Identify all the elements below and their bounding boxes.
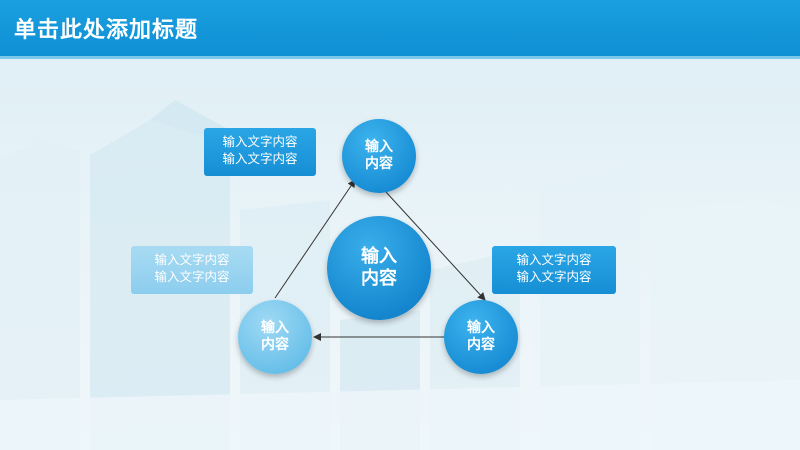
node-circle-top[interactable]: 输入 内容 [342,119,416,193]
node-label-bottom-right: 输入 内容 [467,319,495,354]
slide-title[interactable]: 单击此处添加标题 [14,18,199,43]
background-building-illustration [0,100,800,450]
node-label-top: 输入 内容 [365,138,393,173]
note-box-right[interactable]: 输入文字内容 输入文字内容 [492,246,616,294]
node-circle-bottom-left[interactable]: 输入 内容 [238,300,312,374]
node-label-bottom-left: 输入 内容 [261,319,289,354]
note-box-top-left[interactable]: 输入文字内容 输入文字内容 [204,128,316,176]
title-bar-underline [0,56,800,59]
arrow-left-to-top [274,179,356,299]
arrow-top-to-right [385,191,486,301]
center-circle[interactable]: 输入 内容 [327,216,431,320]
note-box-left[interactable]: 输入文字内容 输入文字内容 [131,246,253,294]
node-circle-bottom-right[interactable]: 输入 内容 [444,300,518,374]
center-label: 输入 内容 [361,245,397,290]
title-bar [0,0,800,56]
